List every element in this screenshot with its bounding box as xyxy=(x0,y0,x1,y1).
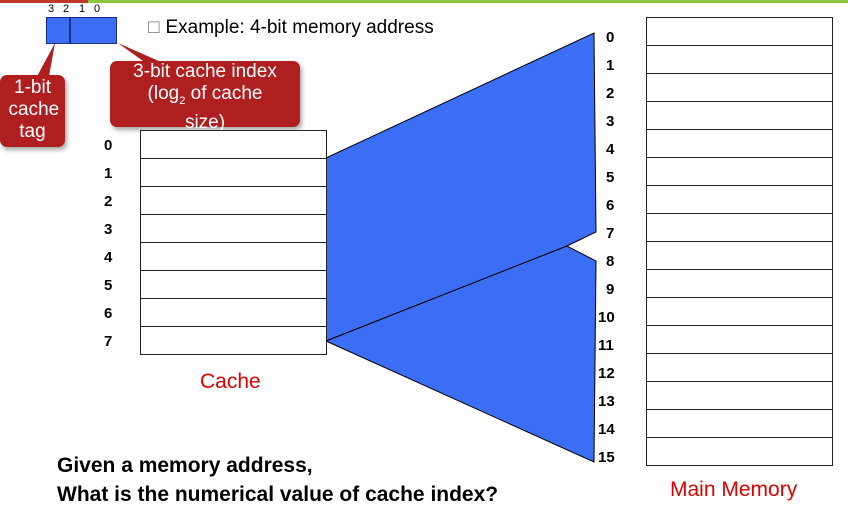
memory-row xyxy=(646,45,833,74)
bit-label-3: 3 xyxy=(48,3,55,15)
memory-row xyxy=(646,213,833,242)
cache-row xyxy=(140,186,327,215)
bullet-marker: □ xyxy=(148,17,160,38)
cache-row xyxy=(140,214,327,243)
memory-row-label: 8 xyxy=(606,253,615,270)
memory-row xyxy=(646,437,833,466)
memory-row-label: 9 xyxy=(606,281,615,298)
memory-row xyxy=(646,185,833,214)
memory-row xyxy=(646,73,833,102)
memory-row-label: 3 xyxy=(606,113,615,130)
tag-index-divider xyxy=(69,18,71,43)
memory-address-box xyxy=(46,17,117,44)
memory-row xyxy=(646,381,833,410)
cache-row xyxy=(140,130,327,159)
bullet-text: Example: 4-bit memory address xyxy=(165,17,434,38)
bit-label-2: 2 xyxy=(63,3,70,15)
example-bullet: □Example: 4-bit memory address xyxy=(148,17,434,39)
question-line-1: Given a memory address, xyxy=(57,454,313,477)
memory-row-label: 1 xyxy=(606,57,615,74)
memory-row-label: 6 xyxy=(606,197,615,214)
cache-row-label: 7 xyxy=(104,333,113,350)
memory-row xyxy=(646,129,833,158)
cache-row-label: 5 xyxy=(104,277,113,294)
memory-row xyxy=(646,269,833,298)
memory-row xyxy=(646,325,833,354)
cache-row-label: 4 xyxy=(104,249,113,266)
top-accent-bar-red xyxy=(0,0,88,3)
cache-row-label: 2 xyxy=(104,193,113,210)
memory-row-label: 7 xyxy=(606,225,615,242)
bit-label-1: 1 xyxy=(79,3,86,15)
memory-row xyxy=(646,297,833,326)
memory-row-label: 11 xyxy=(598,337,614,354)
top-accent-bar-green xyxy=(88,0,848,3)
index-callout: 3-bit cache index (log2 of cache size) xyxy=(110,61,300,133)
lower-mapping-wedge xyxy=(324,245,597,463)
cache-row xyxy=(140,298,327,327)
bit-label-0: 0 xyxy=(94,3,101,15)
memory-row-label: 12 xyxy=(598,365,615,382)
memory-row-label: 4 xyxy=(606,141,615,158)
memory-row-label: 10 xyxy=(598,309,615,326)
main-memory-caption: Main Memory xyxy=(670,478,798,501)
cache-caption: Cache xyxy=(200,370,261,393)
index-callout-line3: size) xyxy=(184,111,226,133)
cache-row xyxy=(140,158,327,187)
memory-row xyxy=(646,157,833,186)
index-callout-line1: 3-bit cache index xyxy=(133,61,277,82)
cache-row-label: 6 xyxy=(104,305,113,322)
question-line-2: What is the numerical value of cache ind… xyxy=(57,483,499,506)
memory-row xyxy=(646,353,833,382)
cache-row-label: 3 xyxy=(104,221,113,238)
cache-row xyxy=(140,242,327,271)
tag-callout-text: 1-bit cache tag xyxy=(8,77,60,142)
cache-row xyxy=(140,270,327,299)
cache-row xyxy=(140,326,327,355)
cache-row-label: 1 xyxy=(104,165,113,182)
memory-row xyxy=(646,101,833,130)
memory-row-label: 13 xyxy=(598,393,615,410)
index-callout-line2: (log2 of cache xyxy=(147,83,263,107)
memory-row-label: 2 xyxy=(606,85,615,102)
memory-row-label: 15 xyxy=(598,449,615,466)
tag-callout-pointer xyxy=(34,43,55,82)
memory-row xyxy=(646,241,833,270)
memory-row-label: 14 xyxy=(598,421,615,438)
memory-row-label: 0 xyxy=(606,29,615,46)
memory-row xyxy=(646,17,833,46)
index-callout-pointer xyxy=(118,43,170,66)
memory-row-label: 5 xyxy=(606,169,615,186)
cache-row-label: 0 xyxy=(104,137,113,154)
memory-row xyxy=(646,409,833,438)
tag-callout: 1-bit cache tag xyxy=(0,75,65,147)
